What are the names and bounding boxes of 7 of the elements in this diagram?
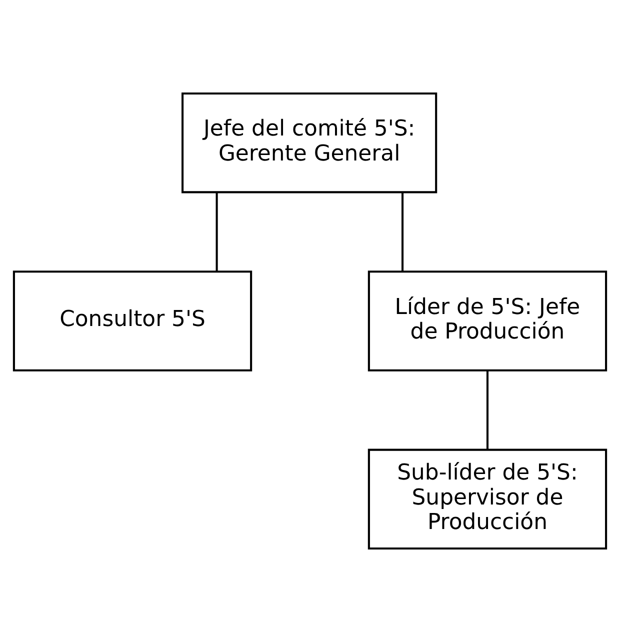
node-box: Líder de 5'S: Jefe de Producción — [368, 270, 608, 372]
node-box: Jefe del comité 5'S: Gerente General — [182, 92, 438, 194]
connector — [401, 192, 404, 272]
node-box: Consultor 5'S — [12, 270, 252, 372]
node-box: Sub-líder de 5'S: Supervisor de Producción — [368, 448, 608, 550]
connector — [486, 370, 489, 450]
connector — [216, 192, 218, 272]
